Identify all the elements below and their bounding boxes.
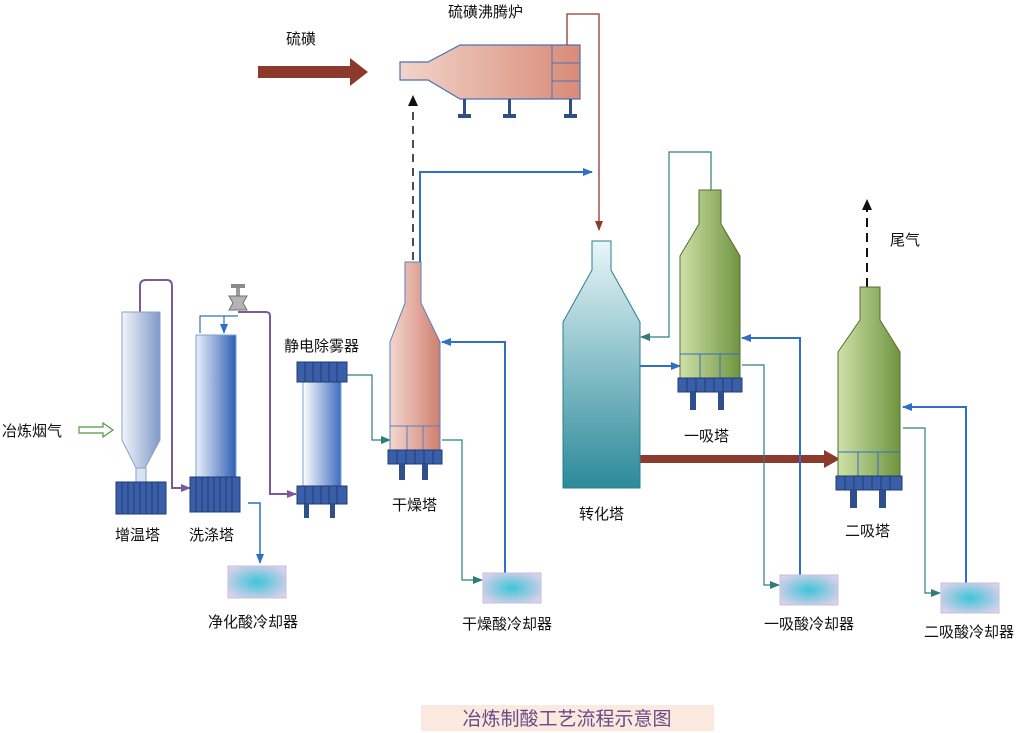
label-purify-cooler: 净化酸冷却器 (208, 613, 298, 631)
abs1-acid-cooler (779, 574, 839, 606)
wash-to-purify-cooler-pipe (248, 502, 264, 564)
wash-to-esp-pipe (238, 311, 297, 498)
furnace-to-converter-pipe (566, 13, 603, 231)
label-converter: 转化塔 (579, 505, 624, 523)
title-background (421, 705, 714, 731)
purify-acid-cooler (227, 565, 287, 599)
label-sulfur: 硫磺 (286, 30, 316, 48)
label-abs2-cooler: 二吸酸冷却器 (924, 623, 1014, 641)
label-heater-tower: 增温塔 (115, 526, 160, 544)
drying-tower (387, 261, 443, 480)
label-abs2-tower: 二吸塔 (845, 522, 890, 540)
sulfur-furnace (399, 44, 581, 118)
label-esp: 静电除雾器 (284, 337, 359, 355)
abs2-to-cooler-pipe (903, 427, 941, 597)
abs1-to-cooler-pipe (742, 364, 780, 589)
wash-spray-lines (199, 315, 238, 333)
abs2-cooler-return-pipe (902, 403, 967, 585)
abs1-cooler-return-pipe (741, 334, 801, 576)
abs2-acid-cooler (940, 582, 1000, 614)
dry-to-converter-pipe (419, 168, 593, 263)
abs1-to-converter-pipe (640, 151, 712, 341)
esp-to-dry-pipe (347, 374, 391, 444)
label-wash-tower: 洗涤塔 (189, 526, 234, 544)
dry-cooler-return-pipe (441, 338, 506, 574)
heater-tower (115, 311, 167, 515)
wash-tower (189, 334, 241, 513)
sulfur-feed-arrow (258, 58, 368, 86)
label-dry-tower: 干燥塔 (392, 496, 437, 514)
label-abs1-cooler: 一吸酸冷却器 (764, 615, 854, 633)
label-smelter-gas: 冶炼烟气 (2, 422, 62, 440)
absorption-tower-1 (677, 189, 743, 410)
label-furnace: 硫磺沸腾炉 (448, 3, 523, 21)
diagram-title: 冶炼制酸工艺流程示意图 (462, 708, 671, 730)
dry-to-cooler-pipe (442, 439, 483, 584)
electrostatic-precipitator (296, 361, 348, 518)
converter-tower (562, 240, 641, 489)
label-dry-cooler: 干燥酸冷却器 (462, 615, 552, 633)
heater-to-wash-pipe (139, 279, 191, 492)
label-tail-gas: 尾气 (890, 231, 920, 249)
spray-valve (228, 284, 248, 311)
smelter-gas-arrow (78, 421, 115, 439)
converter-to-abs2-arrow (640, 450, 840, 468)
dry-acid-cooler (482, 572, 542, 604)
absorption-tower-2 (835, 286, 903, 508)
label-abs1-tower: 一吸塔 (684, 427, 729, 445)
